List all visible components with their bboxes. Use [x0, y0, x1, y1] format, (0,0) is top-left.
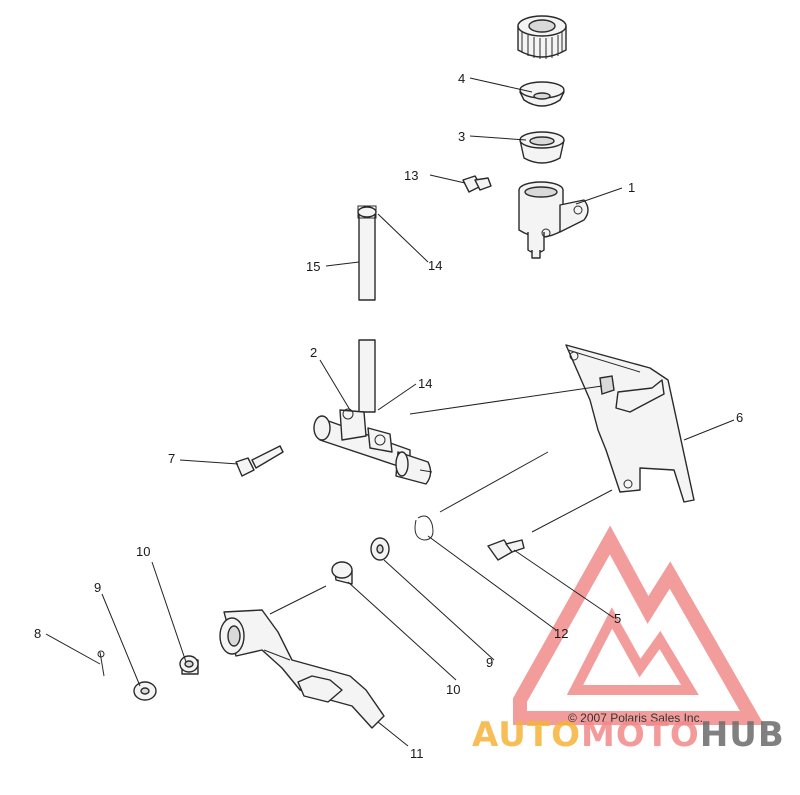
- reservoir-diaphragm: [519, 131, 565, 164]
- callout-9-left: 9: [94, 580, 101, 595]
- bushing-10-right: [331, 561, 353, 585]
- callout-2: 2: [310, 345, 317, 360]
- watermark-auto: AUTO: [472, 715, 581, 755]
- pedal-arm: [219, 609, 385, 729]
- watermark-logo: [513, 525, 765, 725]
- bushing-10-left: [179, 655, 199, 675]
- hose: [357, 205, 377, 413]
- leader-lines: [45, 77, 735, 747]
- callout-3: 3: [458, 129, 465, 144]
- reservoir-cap: [517, 15, 567, 59]
- spring-clip: [414, 515, 434, 541]
- washer-9-right: [370, 537, 390, 561]
- reservoir-plate: [519, 81, 565, 107]
- callout-8: 8: [34, 626, 41, 641]
- reservoir-body: [518, 181, 589, 259]
- alignment-lines: [269, 385, 613, 615]
- callout-4: 4: [458, 71, 465, 86]
- watermark-moto: MOTO: [581, 715, 700, 755]
- callout-9-right: 9: [486, 655, 493, 670]
- master-cylinder: [313, 408, 433, 485]
- callout-15: 15: [306, 259, 320, 274]
- watermark-hub: HUB: [700, 715, 785, 755]
- callout-7: 7: [168, 451, 175, 466]
- callout-13: 13: [404, 168, 418, 183]
- callout-1: 1: [628, 180, 635, 195]
- mounting-bracket: [565, 344, 695, 503]
- callout-14-top: 14: [428, 258, 442, 273]
- callout-14-bottom: 14: [418, 376, 432, 391]
- callout-5: 5: [614, 611, 621, 626]
- callout-10-left: 10: [136, 544, 150, 559]
- callout-6: 6: [736, 410, 743, 425]
- callout-11: 11: [410, 746, 424, 761]
- copyright-text: © 2007 Polaris Sales Inc.: [568, 711, 703, 725]
- cotter-pin: [97, 650, 105, 677]
- callout-12: 12: [554, 626, 568, 641]
- bolt-7: [235, 445, 284, 477]
- callout-10-right: 10: [446, 682, 460, 697]
- bolt-13: [462, 175, 492, 193]
- washer-9-left: [133, 681, 157, 701]
- screw-5: [487, 539, 525, 561]
- watermark-text: AUTOMOTOHUB: [472, 715, 785, 755]
